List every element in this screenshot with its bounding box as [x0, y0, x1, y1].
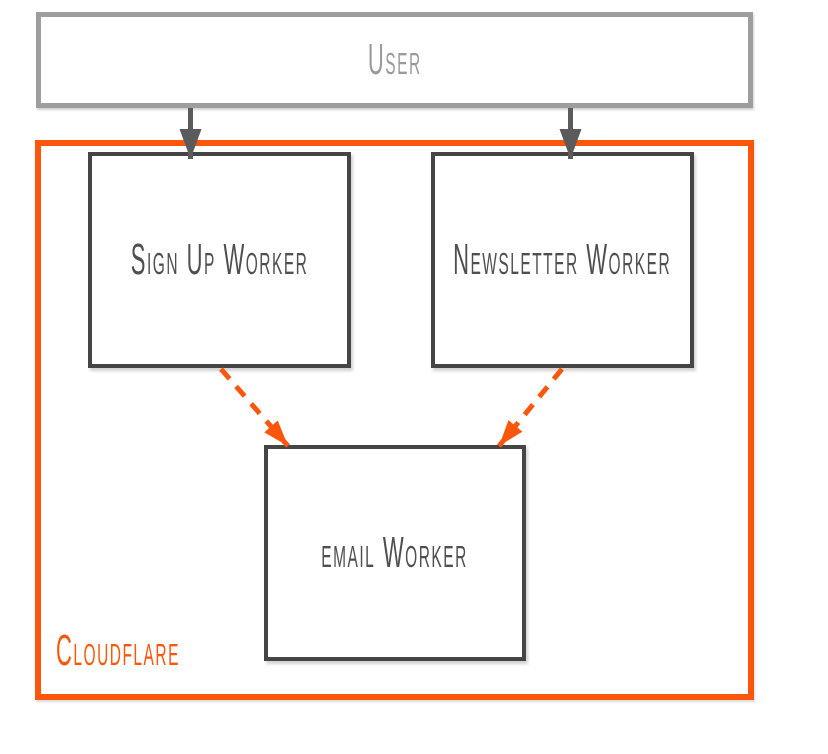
node-newsletter-worker-label: Newsletter Worker	[453, 235, 672, 284]
node-email-worker-label: email Worker	[321, 528, 469, 577]
node-email-worker: email Worker	[264, 445, 526, 661]
node-newsletter-worker: Newsletter Worker	[431, 152, 694, 368]
node-cloudflare-label: Cloudflare	[56, 626, 180, 675]
node-user-label: User	[367, 35, 422, 84]
node-user: User	[36, 12, 753, 108]
node-signup-worker-label: Sign Up Worker	[130, 235, 309, 284]
node-signup-worker: Sign Up Worker	[88, 152, 351, 368]
